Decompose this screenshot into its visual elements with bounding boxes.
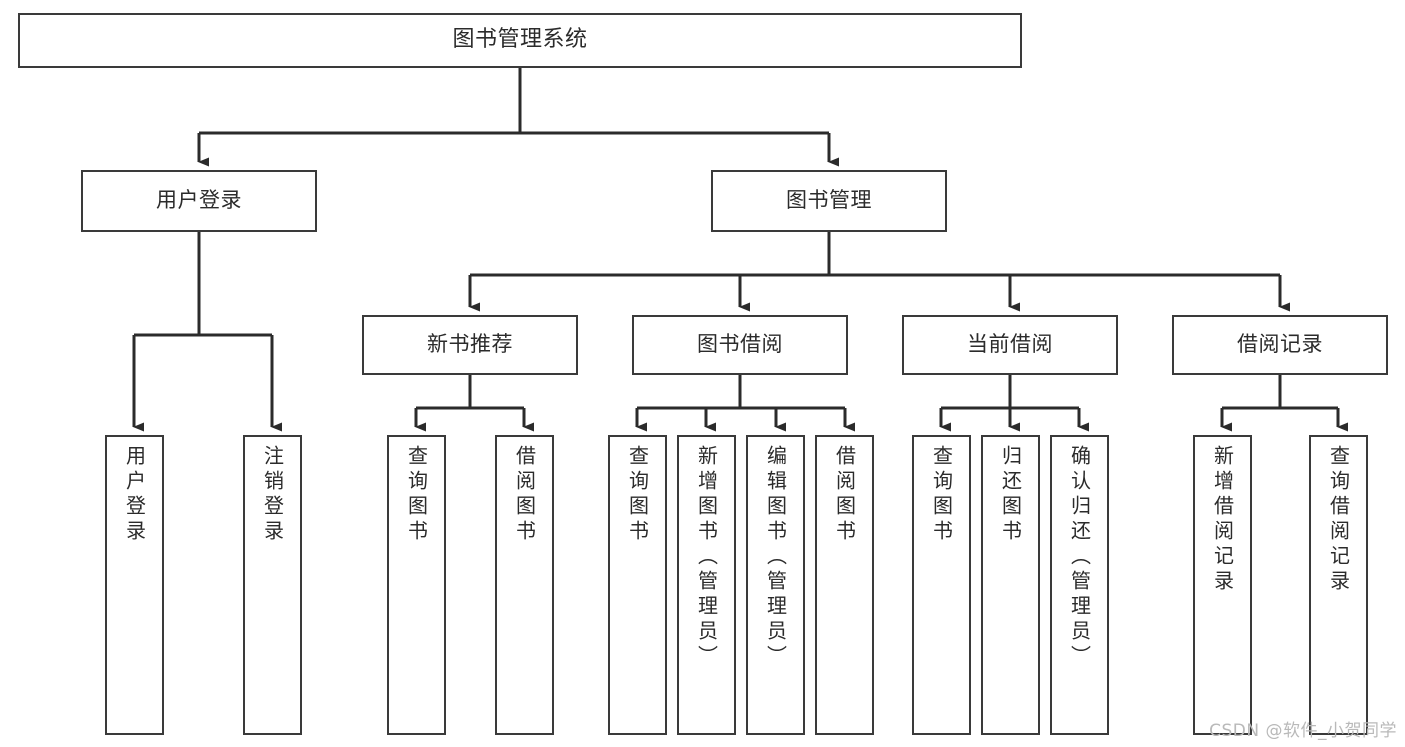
node-root-book-management-system[interactable]: 图书管理系统 [18, 13, 1022, 68]
node-label: 新增借阅记录 [1210, 445, 1235, 595]
node-borrow-record[interactable]: 借阅记录 [1172, 315, 1388, 375]
node-label: 确认归还（管理员） [1067, 445, 1092, 670]
leaf-query-book-recommend[interactable]: 查询图书 [387, 435, 446, 735]
node-label: 注销登录 [260, 445, 285, 545]
node-label: 查询图书 [625, 445, 650, 545]
node-label: 新增图书（管理员） [694, 445, 719, 670]
node-label: 图书借阅 [697, 332, 783, 357]
leaf-query-book[interactable]: 查询图书 [608, 435, 667, 735]
leaf-borrow-book[interactable]: 借阅图书 [815, 435, 874, 735]
node-current-borrow[interactable]: 当前借阅 [902, 315, 1118, 375]
node-book-borrow[interactable]: 图书借阅 [632, 315, 848, 375]
node-new-book-recommend[interactable]: 新书推荐 [362, 315, 578, 375]
leaf-return-book[interactable]: 归还图书 [981, 435, 1040, 735]
node-label: 图书管理 [786, 188, 872, 213]
node-label: 借阅图书 [832, 445, 857, 545]
node-label: 图书管理系统 [452, 27, 588, 53]
node-label: 查询图书 [404, 445, 429, 545]
node-user-login[interactable]: 用户登录 [81, 170, 317, 232]
leaf-query-borrow-record[interactable]: 查询借阅记录 [1309, 435, 1368, 735]
node-label: 新书推荐 [427, 332, 513, 357]
leaf-user-logout[interactable]: 注销登录 [243, 435, 302, 735]
node-label: 用户登录 [156, 188, 242, 213]
leaf-user-login[interactable]: 用户登录 [105, 435, 164, 735]
node-label: 查询借阅记录 [1326, 445, 1351, 595]
node-label: 借阅记录 [1237, 332, 1323, 357]
node-label: 查询图书 [929, 445, 954, 545]
watermark: CSDN @软件_小贺同学 [1209, 721, 1397, 741]
leaf-add-book-admin[interactable]: 新增图书（管理员） [677, 435, 736, 735]
leaf-borrow-book-recommend[interactable]: 借阅图书 [495, 435, 554, 735]
leaf-confirm-return-admin[interactable]: 确认归还（管理员） [1050, 435, 1109, 735]
node-label: 归还图书 [998, 445, 1023, 545]
node-label: 用户登录 [122, 445, 147, 545]
node-label: 当前借阅 [967, 332, 1053, 357]
leaf-query-book-current[interactable]: 查询图书 [912, 435, 971, 735]
node-label: 借阅图书 [512, 445, 537, 545]
leaf-edit-book-admin[interactable]: 编辑图书（管理员） [746, 435, 805, 735]
leaf-add-borrow-record[interactable]: 新增借阅记录 [1193, 435, 1252, 735]
node-label: 编辑图书（管理员） [763, 445, 788, 670]
node-book-management[interactable]: 图书管理 [711, 170, 947, 232]
